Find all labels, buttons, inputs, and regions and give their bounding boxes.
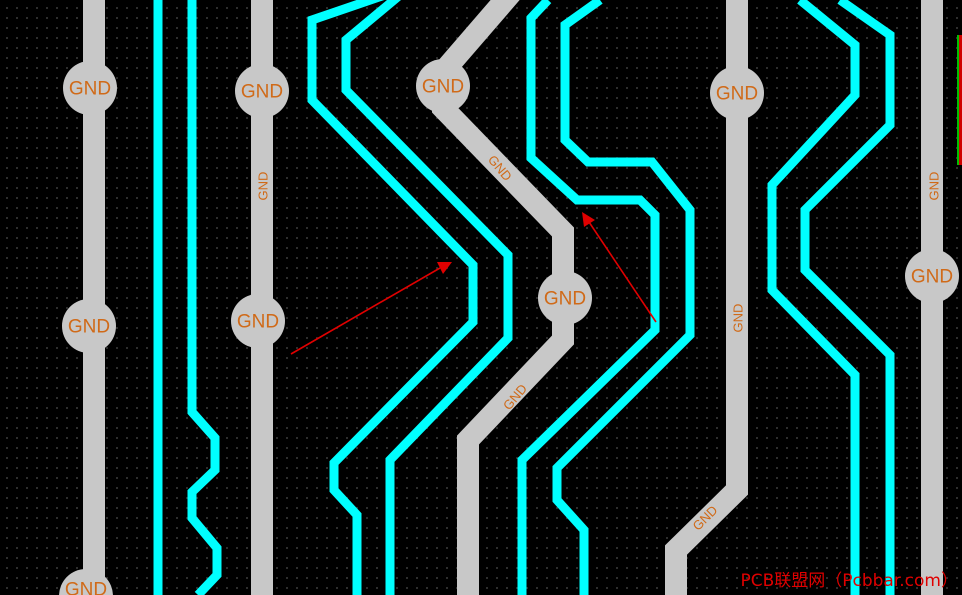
gnd-pad[interactable]: GND (59, 569, 113, 595)
signal-trace[interactable] (307, 0, 478, 595)
net-label: GND (256, 172, 271, 201)
gnd-traces (83, 0, 943, 595)
watermark: PCB联盟网（Pcbbar.com） (740, 571, 958, 591)
arrow-icon (290, 262, 452, 355)
arrow-icon (582, 212, 657, 323)
gnd-pad[interactable]: GND (231, 294, 285, 348)
pad-label: GND (237, 312, 279, 333)
signal-trace[interactable] (800, 0, 895, 595)
gnd-pad[interactable]: GND (710, 66, 764, 120)
gnd-pad[interactable]: GND (416, 59, 470, 113)
pad-label: GND (422, 77, 464, 98)
pad-label: GND (716, 84, 758, 105)
pad-label: GND (68, 317, 110, 338)
gnd-pad[interactable]: GND (538, 271, 592, 325)
signal-traces (153, 0, 895, 595)
gnd-pad[interactable]: GND (62, 299, 116, 353)
net-label: GND (731, 304, 746, 333)
pad-label: GND (911, 267, 953, 288)
signal-trace[interactable] (187, 0, 222, 595)
gnd-trace[interactable] (665, 0, 748, 595)
signal-trace[interactable] (767, 0, 860, 595)
pad-label: GND (69, 79, 111, 100)
net-label: GND (927, 172, 942, 201)
signal-trace[interactable] (552, 0, 695, 595)
pad-label: GND (544, 289, 586, 310)
annotation-arrows (290, 212, 657, 355)
pad-label: GND (65, 580, 107, 595)
signal-trace[interactable] (517, 0, 660, 595)
gnd-pad[interactable]: GND (235, 64, 289, 118)
signal-trace[interactable] (341, 0, 513, 595)
net-labels: GND GND GND GND GND GND (256, 152, 942, 533)
edge-marker (957, 35, 962, 165)
gnd-pads: GND GND GND GND GND GND GND GND GND (59, 59, 959, 595)
gnd-pad[interactable]: GND (63, 61, 117, 115)
gnd-pad[interactable]: GND (905, 249, 959, 303)
pad-label: GND (241, 82, 283, 103)
